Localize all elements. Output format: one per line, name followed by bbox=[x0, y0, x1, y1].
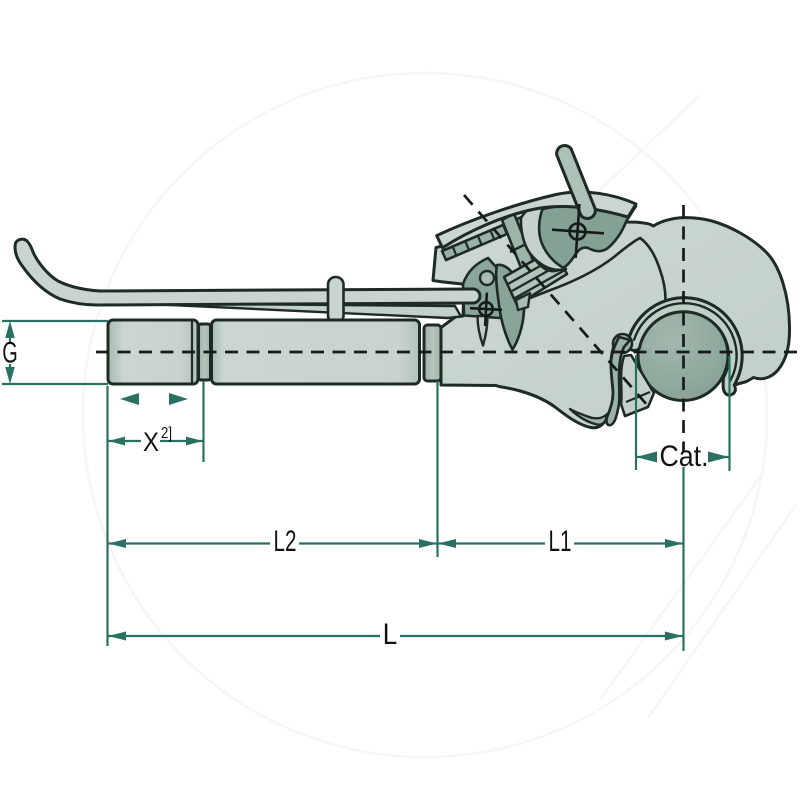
svg-text:L2: L2 bbox=[274, 525, 297, 558]
svg-text:G: G bbox=[2, 337, 18, 370]
svg-text:2]: 2] bbox=[161, 425, 172, 442]
svg-text:L1: L1 bbox=[549, 525, 572, 558]
svg-text:X: X bbox=[143, 427, 159, 457]
svg-text:Cat.: Cat. bbox=[660, 440, 709, 473]
svg-text:L: L bbox=[383, 618, 398, 651]
